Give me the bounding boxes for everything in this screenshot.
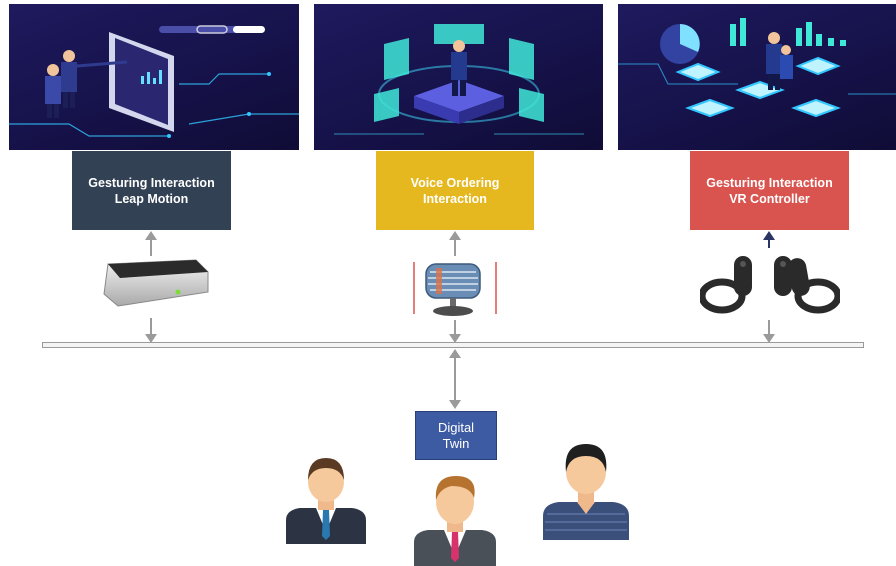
gesture-leap-label-line1: Gesturing Interaction [88, 175, 215, 190]
gesture-vr-label-line1: Gesturing Interaction [706, 175, 833, 190]
voice-ordering-label-line1: Voice Ordering [410, 175, 500, 190]
gesture-vr-label: Gesturing Interaction VR Controller [690, 151, 849, 230]
connection-bus [42, 342, 864, 348]
gesture-leap-label: Gesturing Interaction Leap Motion [72, 151, 231, 230]
vr-controller-illustration [618, 4, 896, 150]
voice-ordering-label: Voice Ordering Interaction [376, 151, 534, 230]
user-avatar-icon [414, 476, 496, 566]
digital-twin-box: Digital Twin [415, 411, 497, 460]
user-avatar-icon [286, 458, 366, 544]
digital-twin-line2: Twin [442, 435, 470, 451]
gesture-leap-label-line2: Leap Motion [114, 191, 189, 206]
digital-twin-line1: Digital [437, 419, 475, 435]
gesture-vr-label-line2: VR Controller [729, 191, 810, 206]
voice-ordering-label-line2: Interaction [423, 191, 487, 206]
vr-controllers-icon [700, 256, 840, 314]
voice-ordering-illustration [314, 4, 603, 150]
microphone-icon [413, 262, 497, 316]
gesture-leap-illustration [9, 4, 299, 150]
leap-motion-sensor-icon [103, 259, 209, 307]
user-avatar-icon [543, 444, 629, 540]
